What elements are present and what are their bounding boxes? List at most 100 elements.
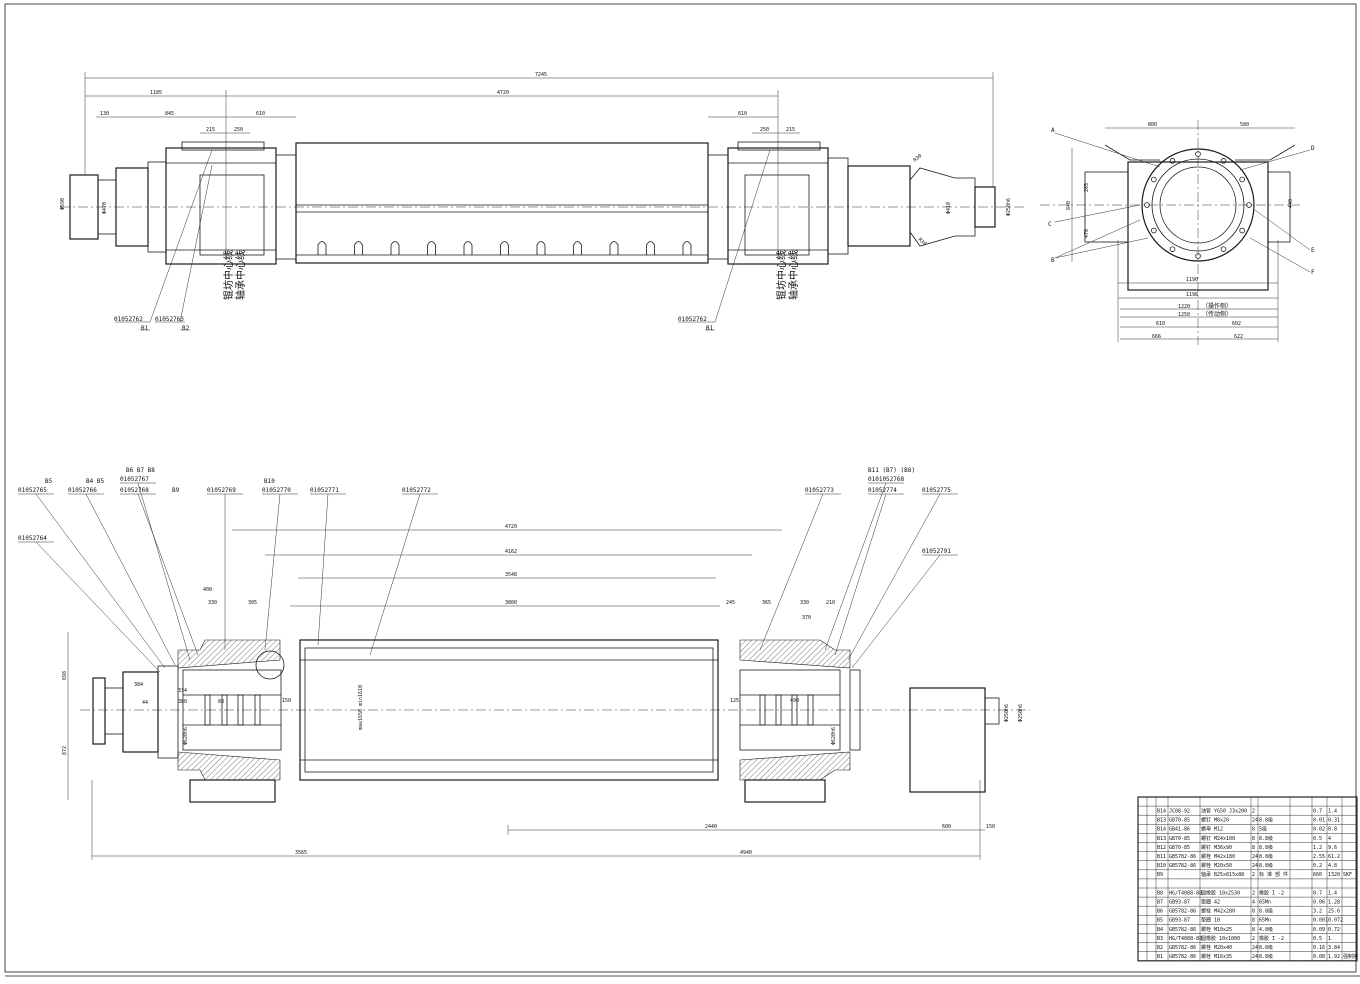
table-cell-std: JC08-92 <box>1169 809 1190 815</box>
section-view: 4720 4162 3548 3800 245 365 330 210 370 … <box>62 524 1030 860</box>
flange-bolt-hole <box>1239 176 1245 183</box>
roll-slot <box>390 241 400 255</box>
table-cell-no: B6 <box>1157 909 1163 915</box>
table-cell-no: B5 <box>1157 918 1163 924</box>
callout-code: 01052768 <box>120 487 149 494</box>
table-cell-w2: 4 <box>1328 836 1331 842</box>
letter-f: F <box>1311 269 1315 276</box>
dim-sec-380: 380 <box>178 699 187 705</box>
callout-leader <box>834 493 887 656</box>
dim-sec-phi-right-1: Φ250h6 <box>1004 704 1010 722</box>
dim-sec-2440: 2440 <box>705 824 717 830</box>
dim-sec-330: 330 <box>800 600 809 606</box>
dim-phi-470: Φ470 <box>102 202 108 214</box>
callout-leader <box>264 493 281 651</box>
table-cell-name: 螺钉 M8x20 <box>1201 817 1229 824</box>
top-view: 7245 1185 4720 130 845 610 215 250 610 2… <box>60 72 1025 332</box>
table-cell-w2: 1.92 <box>1328 954 1340 960</box>
table-cell-w2: 0.8 <box>1328 827 1337 833</box>
dim-610-right: 610 <box>738 111 747 117</box>
flange-bolt-hole <box>1169 158 1176 164</box>
dim-side-800: 800 <box>1148 122 1157 128</box>
callout-code: 01052774 <box>868 487 897 494</box>
housing-bolt <box>204 694 211 726</box>
table-cell-mat: 5级 <box>1259 826 1267 833</box>
dim-sec-365: 365 <box>762 600 771 606</box>
letter-b: B <box>1051 257 1055 264</box>
table-cell-name: 轴承 B25x815x88 <box>1201 871 1244 878</box>
callout-code: 01052771 <box>310 487 339 494</box>
roll-slot <box>317 241 327 255</box>
table-cell-w1: 1.2 <box>1313 845 1322 851</box>
table-cell-w1: 0.02 <box>1313 827 1325 833</box>
dim-side-1250-note: （传动侧） <box>1202 310 1232 318</box>
dim-215-left: 215 <box>206 127 215 133</box>
callout-ref: B5 <box>45 478 53 485</box>
letter-a: A <box>1051 127 1055 134</box>
part-01052762-right: 01052762 <box>678 316 707 323</box>
table-cell-w2: 1320 <box>1328 872 1340 878</box>
table-cell-std: HG/T4088-88 <box>1169 936 1202 942</box>
table-cell-w2: 0.072 <box>1328 918 1343 924</box>
dim-side-840: 840 <box>1066 201 1072 210</box>
dim-side-1190: 1190 <box>1186 277 1198 283</box>
table-cell-name: 螺钉 M24x100 <box>1201 835 1235 842</box>
table-cell-mat: 8.8级 <box>1259 944 1273 951</box>
housing-bolt <box>775 694 782 726</box>
table-cell-qty: 2 <box>1252 872 1255 878</box>
table-cell-name: 垫圈 42 <box>1201 899 1220 906</box>
table-cell-w1: 0.7 <box>1313 890 1322 896</box>
table-cell-w2: 1.4 <box>1328 809 1337 815</box>
dim-phi-410: Φ410 <box>946 202 952 214</box>
callout-code: 01052766 <box>68 487 97 494</box>
dim-sec-245: 245 <box>726 600 735 606</box>
table-cell-std: GB93-87 <box>1169 900 1190 906</box>
callout-ref: B11 (B7) (B8) <box>868 467 915 474</box>
table-cell-w2: 3.84 <box>1328 945 1340 951</box>
callout-leader <box>35 493 166 669</box>
dim-610-left: 610 <box>256 111 265 117</box>
table-cell-std: GB93-87 <box>1169 918 1190 924</box>
dim-phi-590: Φ590 <box>60 198 66 210</box>
flange-bolt-hole <box>1246 202 1252 208</box>
callout-code: 01052765 <box>18 487 47 494</box>
table-cell-no: B13 <box>1157 836 1166 842</box>
table-cell-name: 螺钉 M36x90 <box>1201 844 1232 851</box>
callout-code: 01052772 <box>402 487 431 494</box>
dim-sec-roll: max1650 min1610 <box>358 685 364 730</box>
table-cell-qty: 24 <box>1252 945 1258 951</box>
callout-leader <box>317 493 329 646</box>
table-cell-qty: 24 <box>1252 863 1258 869</box>
callout-code: 01052767 <box>120 476 149 483</box>
part-01052763-left: 01052763 <box>155 316 184 323</box>
roll-slot <box>354 241 363 255</box>
callout-leader <box>759 493 824 651</box>
table-cell-w2: 1.4 <box>1328 890 1337 896</box>
dim-sec-150r: 150 <box>986 824 995 830</box>
dim-sec-125: 125 <box>730 698 739 704</box>
table-cell-w2: 25.6 <box>1328 909 1340 915</box>
callout-leader <box>824 482 887 651</box>
callout-code: 01052775 <box>922 487 951 494</box>
dim-r-down: R30 <box>917 237 928 247</box>
dim-1185: 1185 <box>150 90 162 96</box>
flange-bolt-hole <box>1151 176 1157 183</box>
roll-slot <box>500 241 509 255</box>
dim-250-left: 250 <box>234 127 243 133</box>
table-cell-w2: 4.8 <box>1328 863 1337 869</box>
dim-sec-400: 400 <box>203 587 212 593</box>
table-cell-no: B10 <box>1157 863 1166 869</box>
table-cell-no: B12 <box>1157 845 1166 851</box>
table-cell-w1: 0.5 <box>1313 836 1322 842</box>
table-cell-w2: 9.6 <box>1328 845 1337 851</box>
table-cell-mat: 橡胶 I -2 <box>1259 935 1284 942</box>
table-cell-qty: 8 <box>1252 845 1255 851</box>
dim-130: 130 <box>100 111 109 117</box>
dim-r-up: R30 <box>912 153 923 163</box>
table-cell-no: B14 <box>1157 827 1166 833</box>
table-cell-name: 螺栓 M42x180 <box>1201 853 1235 860</box>
flange-bolt-hole <box>1144 202 1150 208</box>
